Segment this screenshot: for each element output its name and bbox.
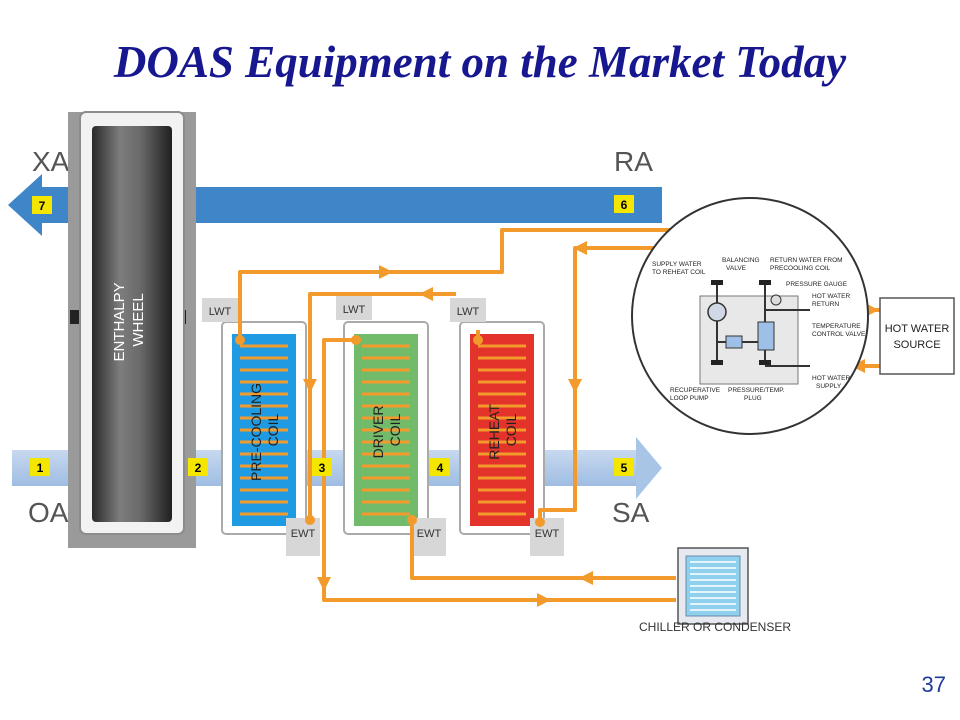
coil-name-2a: DRIVER (370, 405, 386, 458)
svg-text:RETURN: RETURN (812, 301, 839, 308)
svg-text:REHEAT COIL: REHEAT COIL (486, 400, 519, 459)
detail-pump-1: RECUPERATIVE (670, 387, 721, 394)
detail-rw-1: RETURN WATER FROM (770, 257, 843, 264)
detail-bv-2: VALVE (726, 265, 747, 272)
svg-text:LOOP PUMP: LOOP PUMP (670, 395, 709, 402)
point-3: 3 (319, 461, 326, 475)
svg-text:TO REHEAT COIL: TO REHEAT COIL (652, 269, 706, 276)
detail-pump-2: LOOP PUMP (670, 395, 709, 402)
label-oa: OA (28, 497, 69, 528)
state-points: 7 6 1 2 3 4 5 (30, 195, 634, 476)
hws-line-1: HOT WATER (885, 323, 950, 335)
hot-water-source: HOT WATER SOURCE (879, 297, 955, 375)
detail-rw-2: PRECOOLING COIL (770, 265, 831, 272)
detail-hws-1: HOT WATER (812, 375, 850, 382)
point-6: 6 (621, 198, 628, 212)
detail-bv-1: BALANCING (722, 257, 760, 264)
label-xa: XA (32, 146, 70, 177)
wheel-label-1: ENTHALPY (111, 282, 128, 361)
svg-text:HOT WATER: HOT WATER (812, 293, 850, 300)
svg-text:TEMPERATURE: TEMPERATURE (812, 323, 861, 330)
svg-text:RECUPERATIVE: RECUPERATIVE (670, 387, 721, 394)
detail-plug-1: PRESSURE/TEMP. (728, 387, 785, 394)
svg-text:SUPPLY WATER: SUPPLY WATER (652, 261, 702, 268)
detail-hwr-2: RETURN (812, 301, 839, 308)
coil-2-ewt: EWT (417, 528, 442, 540)
pipe-joints (235, 335, 545, 527)
enthalpy-wheel: ENTHALPY WHEEL (68, 111, 196, 548)
detail-tcv-1: TEMPERATURE (812, 323, 861, 330)
coil-name-2b: COIL (387, 413, 403, 446)
control-valve-icon (757, 321, 775, 351)
coil-fins (478, 344, 526, 516)
point-7: 7 (39, 199, 46, 213)
coil-1-ewt: EWT (291, 528, 316, 540)
coil-fins (362, 344, 410, 516)
svg-text:HOT WATER: HOT WATER (812, 375, 850, 382)
page-number: 37 (921, 672, 946, 697)
coil-1-lwt: LWT (209, 306, 232, 318)
svg-text:RETURN WATER FROM: RETURN WATER FROM (770, 257, 843, 264)
control-detail-circle: SUPPLY WATER TO REHEAT COIL BALANCING VA… (631, 197, 869, 435)
svg-text:PRESSURE GAUGE: PRESSURE GAUGE (786, 281, 848, 288)
valve-icon (725, 335, 743, 349)
svg-text:PRE-COOLING COIL: PRE-COOLING COIL (248, 379, 281, 481)
detail-tcv-2: CONTROL VALVE (812, 331, 866, 338)
detail-gauge: PRESSURE GAUGE (786, 281, 848, 288)
svg-text:CONTROL VALVE: CONTROL VALVE (812, 331, 866, 338)
coil-name-3a: REHEAT (486, 404, 502, 460)
svg-text:ENTHALPY WHEEL: ENTHALPY WHEEL (111, 278, 147, 361)
svg-text:PLUG: PLUG (744, 395, 762, 402)
coil-name-3b: COIL (503, 413, 519, 446)
pump-icon (707, 302, 727, 322)
svg-text:DRIVER COIL: DRIVER COIL (370, 402, 403, 459)
svg-text:PRESSURE/TEMP.: PRESSURE/TEMP. (728, 387, 785, 394)
svg-text:PRECOOLING COIL: PRECOOLING COIL (770, 265, 831, 272)
detail-plug-2: PLUG (744, 395, 762, 402)
coil-reheat: REHEAT COIL LWT EWT (450, 298, 564, 556)
chiller-grille-icon (690, 561, 736, 611)
coil-precooling: PRE-COOLING COIL LWT EWT (202, 298, 320, 556)
chiller-label: CHILLER OR CONDENSER (639, 620, 791, 634)
point-2: 2 (195, 461, 202, 475)
coil-fins (240, 344, 288, 516)
coil-name-1a: PRE-COOLING (248, 383, 264, 481)
detail-supply-2: TO REHEAT COIL (652, 269, 706, 276)
coil-3-lwt: LWT (457, 306, 480, 318)
detail-hwr-1: HOT WATER (812, 293, 850, 300)
svg-text:SUPPLY: SUPPLY (816, 383, 842, 390)
gauge-icon (770, 294, 782, 306)
detail-supply-1: SUPPLY WATER (652, 261, 702, 268)
wheel-label-2: WHEEL (130, 293, 147, 346)
svg-text:VALVE: VALVE (726, 265, 747, 272)
coil-2-lwt: LWT (343, 304, 366, 316)
slide-title: DOAS Equipment on the Market Today (113, 37, 847, 87)
point-1: 1 (37, 461, 44, 475)
point-4: 4 (437, 461, 444, 475)
point-5: 5 (621, 461, 628, 475)
label-sa: SA (612, 497, 650, 528)
chiller-unit: CHILLER OR CONDENSER (639, 547, 791, 634)
coil-driver: DRIVER COIL LWT EWT (336, 296, 446, 556)
svg-text:BALANCING: BALANCING (722, 257, 760, 264)
hws-line-2: SOURCE (893, 339, 940, 351)
coil-name-1b: COIL (265, 413, 281, 446)
detail-hws-2: SUPPLY (816, 383, 842, 390)
coil-3-ewt: EWT (535, 528, 560, 540)
label-ra: RA (614, 146, 653, 177)
